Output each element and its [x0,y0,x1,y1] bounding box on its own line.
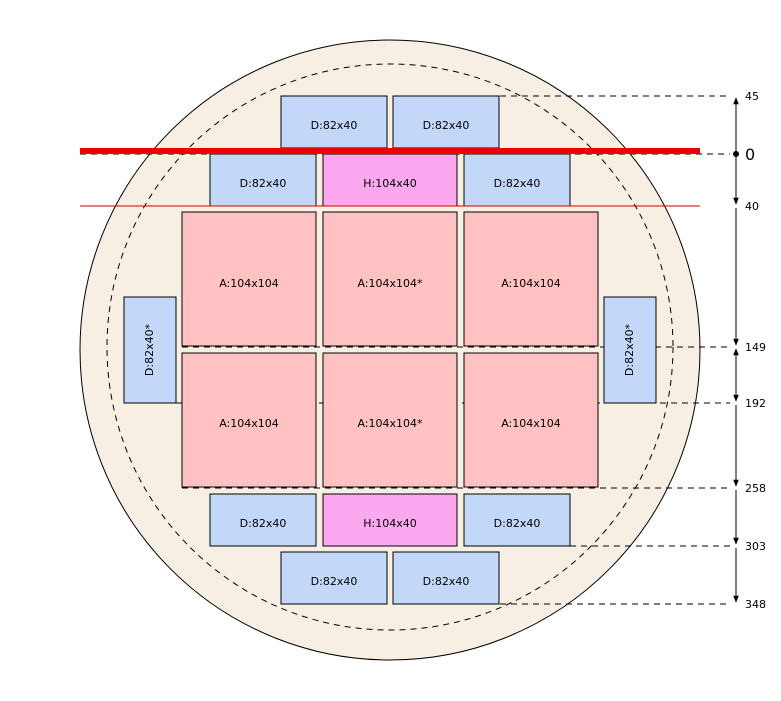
block-h-upper: H:104x40 [322,153,458,207]
ruler-label-149: 149 [745,341,766,354]
block-a-r1c1: A:104x104 [181,211,317,347]
block-d-side-left: D:82x40* [123,296,177,404]
block-label: H:104x40 [363,177,416,190]
block-a-r2c2: A:104x104* [322,352,458,488]
block-a-r2c1: A:104x104 [181,352,317,488]
block-label: A:104x104 [219,277,279,290]
block-d-side-right: D:82x40* [603,296,657,404]
block-d-upper-left: D:82x40 [209,153,317,207]
block-d-lower-left: D:82x40 [209,493,317,547]
ruler-label-192: 192 [745,397,766,410]
ruler-label-45: 45 [745,90,759,103]
block-d-top-left: D:82x40 [280,95,388,149]
block-d-bottom-right: D:82x40 [392,551,500,605]
block-label: D:82x40 [240,177,287,190]
usable-area-dashed-circle [106,63,674,631]
ruler-label-348: 348 [745,598,766,611]
ruler-label-40: 40 [745,200,759,213]
ruler: 45 0 40 149 192 258 303 348 [733,90,766,611]
block-a-r1c3: A:104x104 [463,211,599,347]
block-d-upper-right: D:82x40 [463,153,571,207]
block-d-bottom-left: D:82x40 [280,551,388,605]
block-label: D:82x40 [423,575,470,588]
block-label: D:82x40* [623,323,636,376]
block-label: A:104x104 [501,417,561,430]
block-label: D:82x40 [311,119,358,132]
ruler-zero-dot [733,151,739,157]
block-label: A:104x104* [357,417,423,430]
block-label: D:82x40 [494,177,541,190]
block-label: D:82x40 [423,119,470,132]
block-label: H:104x40 [363,517,416,530]
ruler-label-zero: 0 [745,145,755,164]
block-a-r2c3: A:104x104 [463,352,599,488]
block-label: A:104x104 [501,277,561,290]
block-d-top-right: D:82x40 [392,95,500,149]
block-label: D:82x40 [240,517,287,530]
block-label: D:82x40 [494,517,541,530]
block-label: D:82x40* [143,323,156,376]
block-a-r1c2: A:104x104* [322,211,458,347]
block-label: A:104x104* [357,277,423,290]
block-label: D:82x40 [311,575,358,588]
block-d-lower-right: D:82x40 [463,493,571,547]
ruler-label-303: 303 [745,540,766,553]
ruler-label-258: 258 [745,482,766,495]
block-label: A:104x104 [219,417,279,430]
block-h-lower: H:104x40 [322,493,458,547]
